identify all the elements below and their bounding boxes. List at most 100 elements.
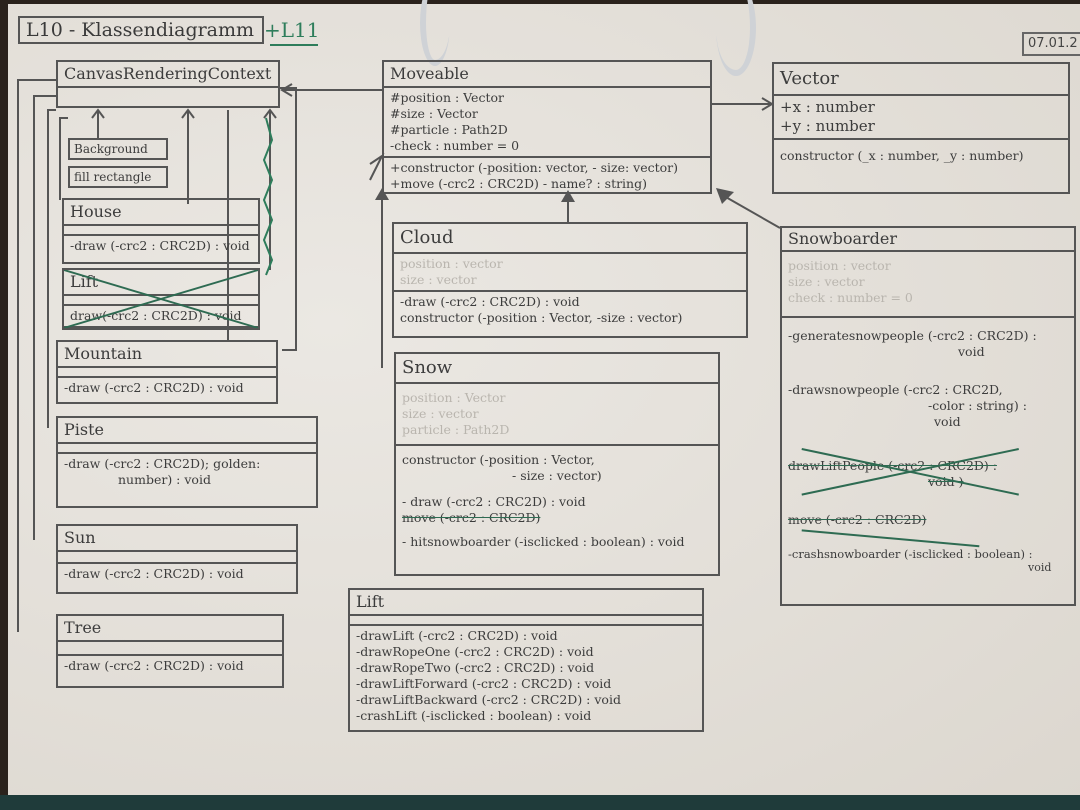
method: -drawLift (-crc2 : CRC2D) : void (356, 628, 558, 643)
class-methods: -draw (-crc2 : CRC2D) : void (58, 656, 282, 676)
class-sun: Sun -draw (-crc2 : CRC2D) : void (56, 524, 298, 594)
class-house: House -draw (-crc2 : CRC2D) : void (62, 198, 260, 264)
class-name: Mountain (58, 342, 276, 368)
class-attributes (58, 642, 282, 656)
class-attributes (350, 616, 702, 626)
class-methods: -draw (-crc2 : CRC2D); golden: number) :… (58, 454, 316, 490)
attribute: +x : number (780, 98, 875, 116)
class-empty-section (58, 88, 278, 102)
method-struck: move (-crc2 : CRC2D) (788, 512, 927, 527)
attribute: size : vector (788, 274, 865, 289)
attribute: position : Vector (402, 390, 506, 405)
class-attributes (58, 444, 316, 454)
class-attributes (64, 296, 258, 306)
class-attributes: +x : number +y : number (774, 96, 1068, 140)
class-attributes (58, 368, 276, 378)
date-label: 07.01.2 (1022, 32, 1080, 56)
class-name: House (64, 200, 258, 226)
method: -drawLiftBackward (-crc2 : CRC2D) : void (356, 692, 621, 707)
attribute: #position : Vector (390, 90, 504, 105)
method: number) : void (118, 472, 211, 487)
method: -crashsnowboarder (-isclicked : boolean)… (788, 547, 1033, 561)
method: constructor (-position : Vector, -size :… (400, 310, 683, 325)
class-piste: Piste -draw (-crc2 : CRC2D); golden: num… (56, 416, 318, 508)
class-methods: -draw (-crc2 : CRC2D) : void (64, 236, 258, 256)
method: constructor (_x : number, _y : number) (780, 148, 1024, 163)
binder-ring-right (716, 0, 756, 76)
class-methods: constructor (-position : Vector, - size … (396, 446, 718, 552)
class-snowboarder: Snowboarder position : vector size : vec… (780, 226, 1076, 606)
class-name: Piste (58, 418, 316, 444)
class-lift-crossed: Lift draw(-crc2 : CRC2D) : void (62, 268, 260, 330)
method: void (934, 414, 961, 429)
class-attributes (58, 552, 296, 564)
class-mountain: Mountain -draw (-crc2 : CRC2D) : void (56, 340, 278, 404)
class-name: Sun (58, 526, 296, 552)
method: - draw (-crc2 : CRC2D) : void (402, 494, 586, 509)
attribute: check : number = 0 (788, 290, 913, 305)
class-methods: +constructor (-position: vector, - size:… (384, 158, 710, 194)
method: - hitsnowboarder (-isclicked : boolean) … (402, 534, 685, 549)
paper-sheet (8, 4, 1080, 804)
class-name: Lift (64, 270, 258, 296)
method-struck: void ) (928, 474, 964, 489)
class-canvasrenderingcontext: CanvasRenderingContext (56, 60, 280, 108)
attribute: #particle : Path2D (390, 122, 508, 137)
fill-rectangle-label: fill rectangle (68, 166, 168, 188)
class-attributes (64, 226, 258, 236)
class-attributes: position : vector size : vector (394, 254, 746, 292)
attribute: #size : Vector (390, 106, 478, 121)
class-methods: -generatesnowpeople (-crc2 : CRC2D) : vo… (782, 318, 1074, 576)
method: -drawsnowpeople (-crc2 : CRC2D, (788, 382, 1003, 397)
class-name: Snowboarder (782, 228, 1074, 252)
method-struck: drawLiftPeople (-crc2 : CRC2D) : (788, 458, 997, 473)
method: void (1028, 562, 1052, 574)
method: -draw (-crc2 : CRC2D) : void (64, 566, 244, 581)
attribute: +y : number (780, 117, 875, 135)
class-name: Lift (350, 590, 702, 616)
method: constructor (-position : Vector, (402, 452, 595, 467)
class-name: Vector (774, 64, 1068, 96)
method: -draw (-crc2 : CRC2D) : void (64, 658, 244, 673)
table-edge (0, 795, 1080, 810)
class-methods: -draw (-crc2 : CRC2D) : void constructor… (394, 292, 746, 328)
attribute: size : vector (400, 272, 477, 287)
method: -drawLiftForward (-crc2 : CRC2D) : void (356, 676, 612, 691)
diagram-title: L10 - Klassendiagramm (18, 16, 264, 44)
class-moveable: Moveable #position : Vector #size : Vect… (382, 60, 712, 194)
class-attributes: #position : Vector #size : Vector #parti… (384, 88, 710, 158)
class-methods: constructor (_x : number, _y : number) (774, 140, 1068, 166)
class-name: Moveable (384, 62, 710, 88)
attribute: -check : number = 0 (390, 138, 520, 153)
method: -color : string) : (928, 398, 1027, 413)
class-tree: Tree -draw (-crc2 : CRC2D) : void (56, 614, 284, 688)
title-addition: +L11 (264, 18, 320, 42)
method: -drawRopeTwo (-crc2 : CRC2D) : void (356, 660, 595, 675)
attribute: position : vector (400, 256, 503, 271)
class-methods: -drawLift (-crc2 : CRC2D) : void -drawRo… (350, 626, 702, 726)
class-name: Cloud (394, 224, 746, 254)
class-methods: draw(-crc2 : CRC2D) : void (64, 306, 258, 328)
class-cloud: Cloud position : vector size : vector -d… (392, 222, 748, 338)
method-struck: move (-crc2 : CRC2D) (402, 510, 541, 525)
method: -draw (-crc2 : CRC2D) : void (64, 380, 244, 395)
attribute: size : vector (402, 406, 479, 421)
class-methods: -draw (-crc2 : CRC2D) : void (58, 378, 276, 398)
class-name: Tree (58, 616, 282, 642)
class-attributes: position : Vector size : vector particle… (396, 384, 718, 446)
binder-ring-left (420, 0, 450, 66)
class-name: CanvasRenderingContext (58, 62, 278, 88)
method: void (958, 344, 985, 359)
class-methods: -draw (-crc2 : CRC2D) : void (58, 564, 296, 584)
method: -draw (-crc2 : CRC2D) : void (400, 294, 580, 309)
method: draw(-crc2 : CRC2D) : void (70, 308, 242, 323)
method: -generatesnowpeople (-crc2 : CRC2D) : (788, 328, 1037, 343)
method: - size : vector) (512, 468, 602, 483)
class-name: Snow (396, 354, 718, 384)
class-attributes: position : vector size : vector check : … (782, 252, 1074, 318)
method: +move (-crc2 : CRC2D) - name? : string) (390, 176, 647, 191)
method: -drawRopeOne (-crc2 : CRC2D) : void (356, 644, 594, 659)
method: +constructor (-position: vector, - size:… (390, 160, 679, 175)
background-label: Background (68, 138, 168, 160)
method: -draw (-crc2 : CRC2D); golden: (64, 456, 261, 471)
